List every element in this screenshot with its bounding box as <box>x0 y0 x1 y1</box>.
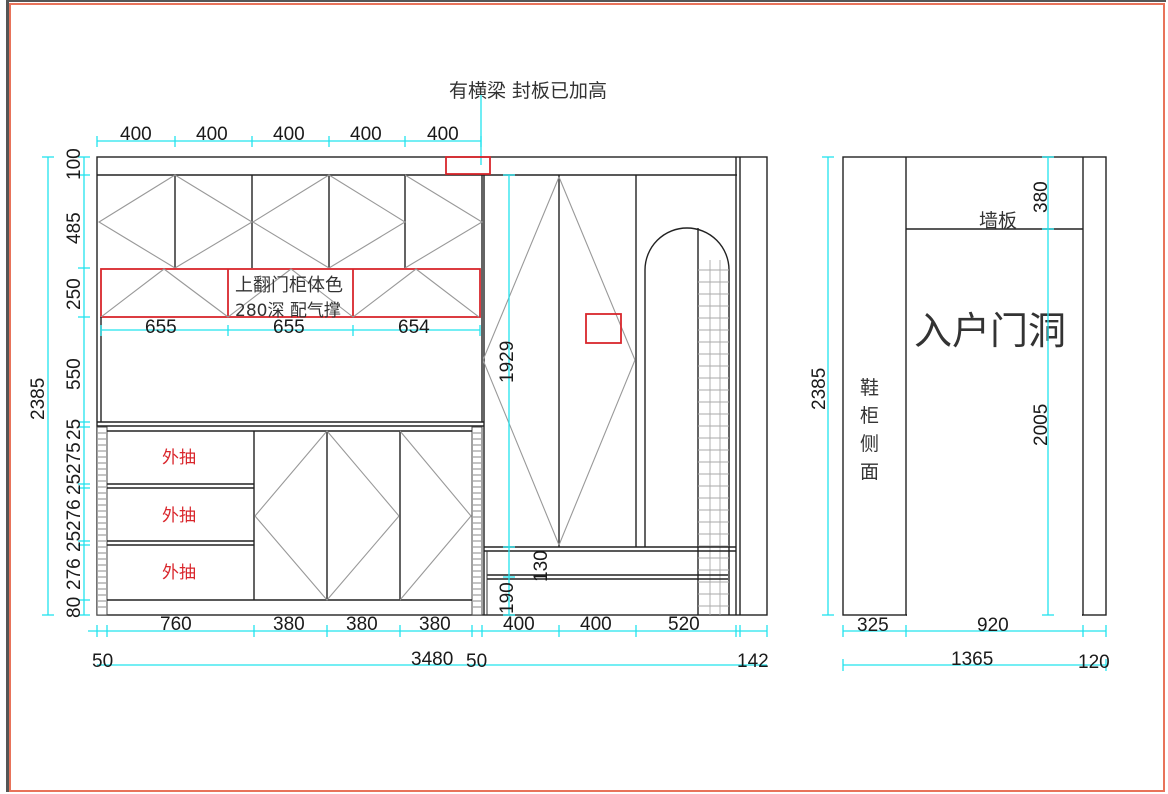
top-width-1: 400 <box>120 124 152 145</box>
flip-cabinet-note-1: 上翻门柜体色 <box>235 275 343 296</box>
door-opening-label: 入户门洞 <box>914 309 1066 353</box>
flip-width-1: 655 <box>145 317 177 338</box>
flip-cabinet-note-2: 280深 配气撑 <box>235 301 341 321</box>
overall-right-142: 142 <box>737 651 769 672</box>
side-elevation: 墙板 入户门洞 鞋 柜 侧 面 2385 380 2005 325 920 13… <box>809 156 1110 673</box>
total-height-dim: 2385 <box>28 378 49 420</box>
side-width-920: 920 <box>977 615 1009 636</box>
tall-cabinet <box>482 157 741 615</box>
drawer-label-3: 外抽 <box>162 563 196 583</box>
shelf-height-190: 190 <box>497 582 518 614</box>
height-250: 250 <box>64 278 85 310</box>
height-276b: 276 <box>64 558 85 590</box>
red-marker-box <box>585 313 622 344</box>
side-right-120: 120 <box>1078 652 1110 673</box>
shoe-cabinet-side-char-1: 鞋 <box>860 377 879 399</box>
door-opening-height: 2005 <box>1031 404 1052 446</box>
bottom-width-dimensions: 760 380 380 380 400 400 520 <box>88 614 768 637</box>
beam-marker <box>445 156 491 175</box>
shoe-cabinet-side-char-4: 面 <box>860 461 879 483</box>
wall-panel-label: 墙板 <box>979 210 1017 232</box>
height-550: 550 <box>64 358 85 390</box>
height-25b: 25 <box>64 474 85 495</box>
page-outer-border <box>6 0 1166 792</box>
side-width-325: 325 <box>857 615 889 636</box>
bottom-width-380b: 380 <box>346 614 378 635</box>
height-100: 100 <box>64 148 85 180</box>
height-275: 275 <box>64 442 85 474</box>
tall-cabinet-height: 1929 <box>497 341 518 383</box>
shoe-cabinet-side-char-3: 侧 <box>860 433 879 455</box>
flip-width-3: 654 <box>398 317 430 338</box>
lower-cabinet: 外抽 外抽 外抽 <box>96 426 483 616</box>
height-80: 80 <box>64 597 85 618</box>
bottom-width-400a: 400 <box>503 614 535 635</box>
cabinet-outline <box>96 156 768 616</box>
drawer-label-1: 外抽 <box>162 448 196 468</box>
bottom-width-520: 520 <box>668 614 700 635</box>
bottom-width-400b: 400 <box>580 614 612 635</box>
height-485: 485 <box>64 212 85 244</box>
top-width-3: 400 <box>273 124 305 145</box>
left-height-dimensions: 2385 100 485 250 550 25 275 25 276 25 27… <box>28 148 90 618</box>
flip-cabinet-width-dimensions: 655 655 654 <box>100 317 481 338</box>
top-width-dimensions: 400 400 400 400 400 <box>96 124 482 147</box>
upper-cabinet-doors <box>97 174 484 422</box>
flip-up-cabinet-row: 上翻门柜体色 280深 配气撑 <box>100 268 481 321</box>
side-total-height: 2385 <box>809 368 830 410</box>
arch-panel <box>644 227 730 615</box>
overall-width-dimensions: 50 3480 50 142 <box>92 649 769 672</box>
top-width-5: 400 <box>427 124 459 145</box>
drawer-label-2: 外抽 <box>162 506 196 526</box>
side-overall-1365: 1365 <box>951 649 993 670</box>
front-elevation: 上翻门柜体色 280深 配气撑 <box>28 124 769 672</box>
shoe-cabinet-side-char-2: 柜 <box>860 405 879 427</box>
door-opening <box>907 230 1082 616</box>
bottom-width-760: 760 <box>160 614 192 635</box>
height-25a: 25 <box>64 419 85 440</box>
wall-panel-height: 380 <box>1031 181 1052 213</box>
height-276a: 276 <box>64 499 85 531</box>
height-25c: 25 <box>64 531 85 552</box>
flip-width-2: 655 <box>273 317 305 338</box>
bottom-width-380a: 380 <box>273 614 305 635</box>
top-width-4: 400 <box>350 124 382 145</box>
overall-left-50: 50 <box>92 651 113 672</box>
overall-mid-50: 50 <box>466 651 487 672</box>
top-width-2: 400 <box>196 124 228 145</box>
beam-note: 有横梁 封板已加高 <box>449 80 607 102</box>
shelf-height-130: 130 <box>531 550 552 582</box>
overall-total-3480: 3480 <box>411 649 453 670</box>
tall-cabinet-height-dimensions: 1929 130 190 <box>497 174 552 616</box>
bottom-width-380c: 380 <box>419 614 451 635</box>
